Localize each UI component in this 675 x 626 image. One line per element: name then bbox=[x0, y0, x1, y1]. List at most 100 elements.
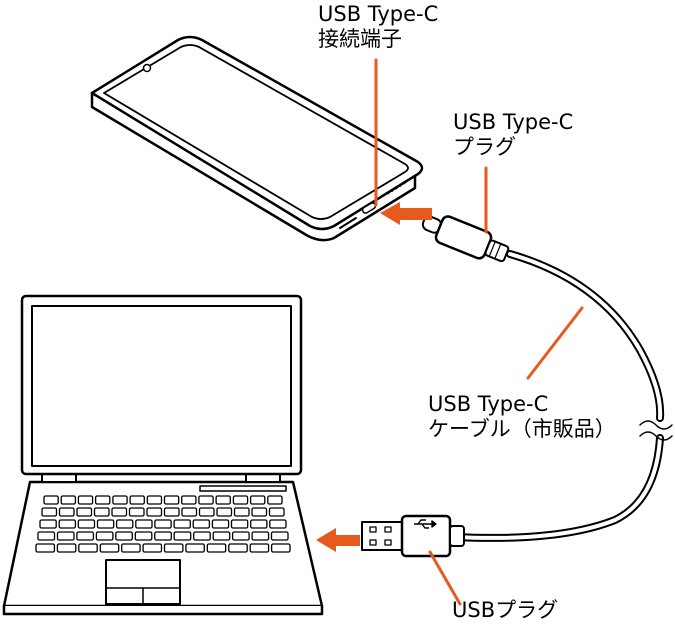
keyboard-key bbox=[77, 519, 96, 529]
usb-type-c-plug bbox=[421, 215, 510, 263]
usb-trident-icon bbox=[414, 519, 437, 529]
keyboard-key bbox=[192, 519, 211, 529]
keyboard-key bbox=[78, 543, 98, 553]
keyboard-key bbox=[250, 519, 268, 529]
label-cable-line2: ケーブル（市販品） bbox=[428, 417, 616, 441]
keyboard-key bbox=[198, 507, 215, 517]
leader-usb-plug bbox=[428, 550, 462, 606]
keyboard-key bbox=[211, 519, 230, 529]
laptop-base-front bbox=[2, 604, 324, 616]
keyboard-key bbox=[129, 495, 145, 505]
arrow-to-laptop bbox=[316, 528, 360, 552]
keyboard-key bbox=[198, 495, 214, 505]
keyboard-key bbox=[163, 495, 180, 505]
keyboard-key bbox=[163, 507, 180, 517]
cable-lower bbox=[451, 434, 664, 542]
keyboard-key bbox=[268, 507, 285, 517]
keyboard-key bbox=[270, 543, 291, 553]
keyboard-key bbox=[134, 531, 153, 541]
keyboard-key bbox=[93, 507, 110, 517]
label-plug: USB Type-C プラグ bbox=[453, 110, 573, 160]
usb-a-strain-relief bbox=[449, 525, 465, 547]
keyboard-key bbox=[58, 507, 75, 517]
keyboard-key bbox=[77, 495, 94, 505]
label-connector-line2: 接続端子 bbox=[318, 27, 402, 51]
keyboard-key bbox=[228, 543, 248, 553]
keyboard-key bbox=[96, 519, 115, 529]
keyboard-key bbox=[128, 507, 145, 517]
keyboard-key bbox=[232, 495, 249, 505]
keyboard-key bbox=[99, 543, 120, 553]
keyboard-key bbox=[216, 507, 233, 517]
usb-type-c-cable bbox=[451, 250, 673, 542]
keyboard-key bbox=[173, 519, 191, 529]
keyboard-key bbox=[249, 495, 266, 505]
keyboard-key bbox=[185, 543, 205, 553]
keyboard-key bbox=[154, 531, 172, 541]
usb-a-metal-tip bbox=[361, 521, 403, 551]
keyboard-key bbox=[154, 519, 172, 529]
leader-lines bbox=[374, 58, 584, 606]
keyboard-key bbox=[212, 531, 231, 541]
label-plug-line2: プラグ bbox=[453, 135, 516, 159]
keyboard-key bbox=[231, 531, 250, 541]
keyboard-key bbox=[111, 507, 128, 517]
keyboard-key bbox=[121, 543, 141, 553]
keyboard-key bbox=[146, 507, 163, 517]
keyboard-key bbox=[142, 543, 163, 553]
label-connector-line1: USB Type-C bbox=[318, 2, 439, 26]
keyboard-key bbox=[230, 519, 249, 529]
cable-break-symbol bbox=[639, 420, 673, 441]
keyboard-key bbox=[35, 543, 56, 553]
keyboard-key bbox=[215, 495, 231, 505]
laptop-keyboard bbox=[35, 495, 291, 553]
keyboard-key bbox=[173, 531, 192, 541]
keyboard-key bbox=[112, 495, 128, 505]
keyboard-key bbox=[76, 507, 93, 517]
keyboard-key bbox=[135, 519, 153, 529]
keyboard-key bbox=[251, 531, 270, 541]
keyboard-key bbox=[94, 495, 111, 505]
keyboard-key bbox=[181, 495, 197, 505]
label-plug-line1: USB Type-C bbox=[453, 110, 574, 134]
keyboard-key bbox=[233, 507, 250, 517]
keyboard-key bbox=[251, 507, 268, 517]
arrow-to-phone bbox=[380, 202, 432, 225]
keyboard-key bbox=[56, 531, 75, 541]
keyboard-key bbox=[58, 519, 77, 529]
usb-a-housing bbox=[400, 514, 452, 558]
label-usb-plug: USBプラグ bbox=[452, 598, 558, 623]
laptop bbox=[2, 294, 324, 616]
keyboard-key bbox=[43, 495, 59, 505]
type-c-strain-relief bbox=[484, 239, 510, 263]
keyboard-key bbox=[270, 531, 289, 541]
label-cable: USB Type-C ケーブル（市販品） bbox=[428, 392, 616, 442]
laptop-vent bbox=[199, 485, 287, 492]
keyboard-key bbox=[95, 531, 114, 541]
leader-cable bbox=[526, 306, 584, 380]
smartphone bbox=[90, 35, 424, 242]
keyboard-key bbox=[37, 531, 56, 541]
keyboard-key bbox=[193, 531, 211, 541]
keyboard-key bbox=[269, 519, 287, 529]
type-c-housing bbox=[434, 215, 493, 260]
usb-a-plug bbox=[361, 514, 465, 558]
keyboard-key bbox=[163, 543, 184, 553]
keyboard-key bbox=[60, 495, 77, 505]
phone-side-slot bbox=[339, 217, 357, 229]
keyboard-key bbox=[181, 507, 198, 517]
keyboard-key bbox=[41, 507, 58, 517]
keyboard-key bbox=[76, 531, 95, 541]
speaker-grille bbox=[386, 181, 406, 195]
keyboard-key bbox=[206, 543, 227, 553]
keyboard-key bbox=[115, 519, 134, 529]
keyboard-key bbox=[267, 495, 283, 505]
label-connector: USB Type-C 接続端子 bbox=[318, 2, 438, 52]
laptop-screen bbox=[31, 305, 292, 467]
front-camera-icon bbox=[142, 63, 152, 73]
insert-arrows bbox=[316, 202, 432, 552]
keyboard-key bbox=[146, 495, 163, 505]
keyboard-key bbox=[115, 531, 133, 541]
keyboard-key bbox=[39, 519, 57, 529]
